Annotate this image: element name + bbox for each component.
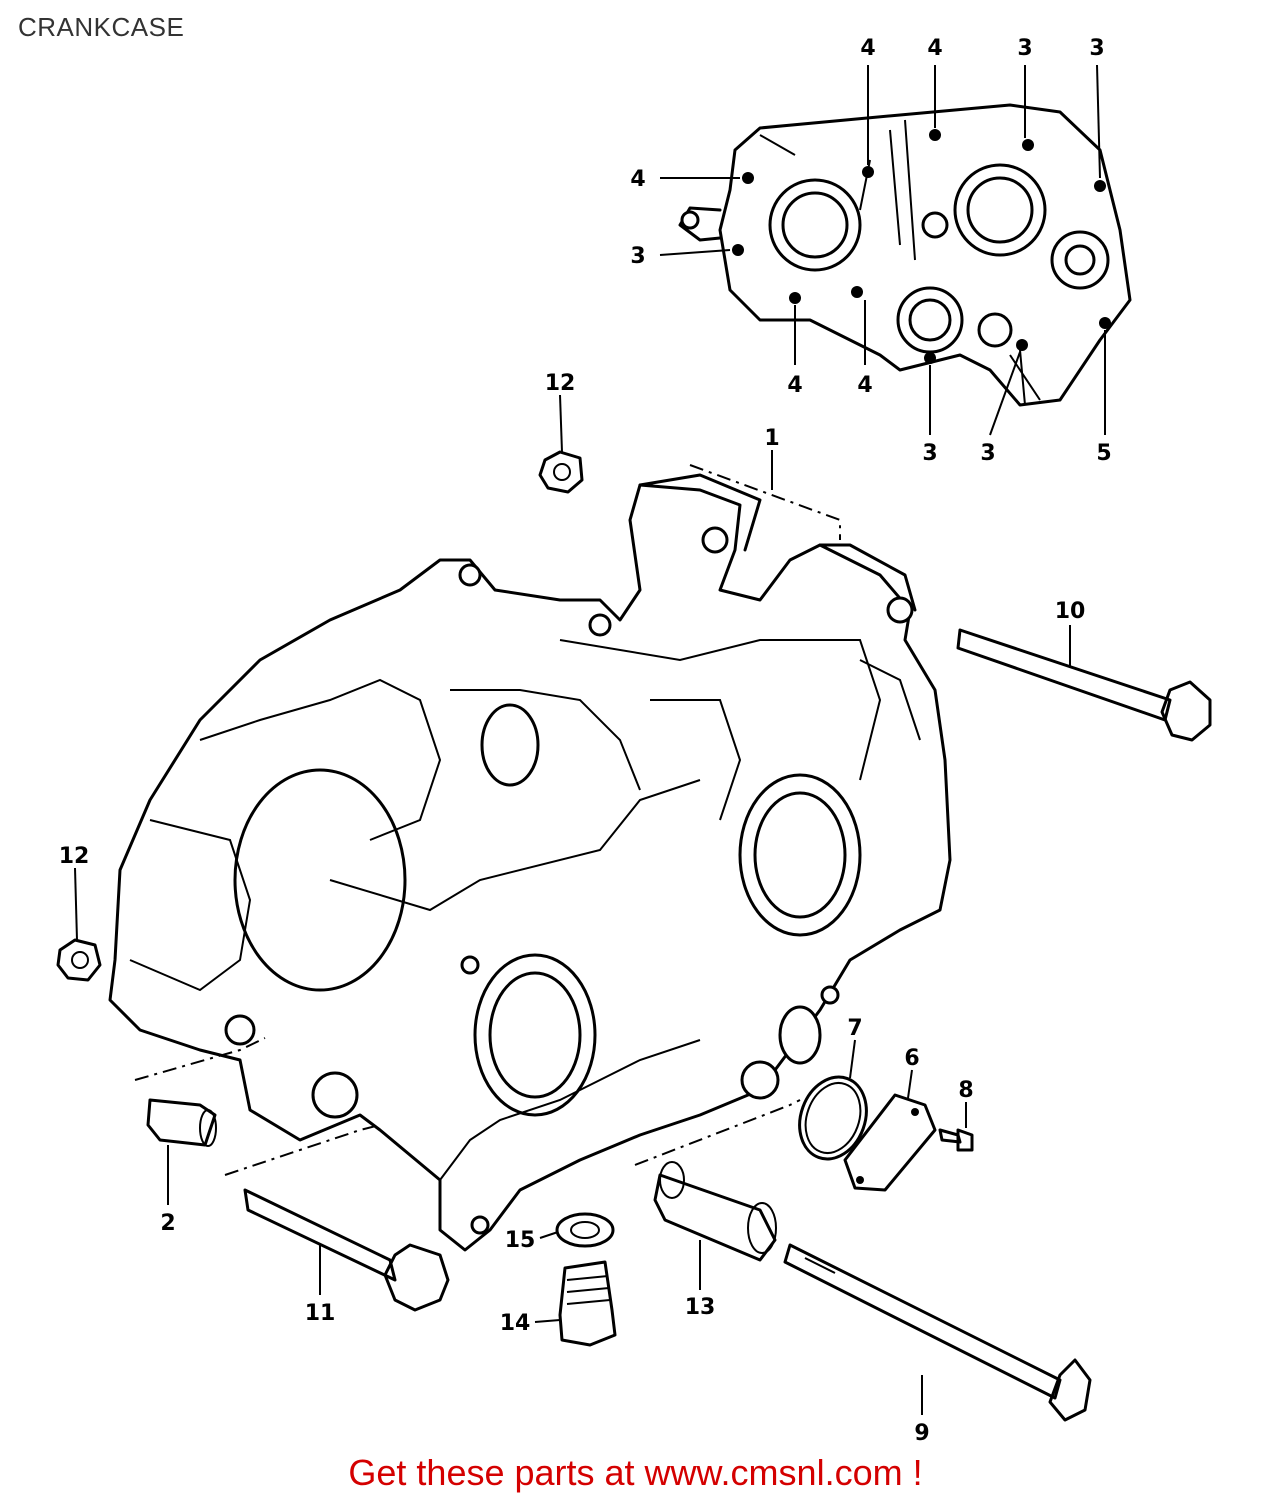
callout-4: 4 <box>860 36 875 61</box>
washer-15 <box>555 1212 615 1248</box>
crankcase-bottom-view <box>678 103 1132 407</box>
main-leaders <box>74 394 1071 1415</box>
callout-2: 2 <box>160 1211 175 1236</box>
callout-12: 12 <box>59 844 90 869</box>
callout-13: 13 <box>685 1295 716 1320</box>
bottom-view-leaders <box>659 64 1106 436</box>
cover-plate-6 <box>843 1093 937 1192</box>
page-title: CRANKCASE <box>18 12 185 42</box>
callout-3: 3 <box>1017 36 1032 61</box>
callout-15: 15 <box>505 1228 536 1253</box>
nut-12-left <box>56 938 102 982</box>
callout-12: 12 <box>545 371 576 396</box>
callout-6: 6 <box>904 1046 919 1071</box>
callout-3: 3 <box>1089 36 1104 61</box>
bolt-9 <box>783 1243 1092 1422</box>
callout-10: 10 <box>1055 599 1086 624</box>
callout-1: 1 <box>764 426 779 451</box>
callout-8: 8 <box>958 1078 973 1103</box>
callout-7: 7 <box>847 1016 862 1041</box>
callout-11: 11 <box>305 1301 336 1326</box>
crankcase-main <box>108 473 952 1252</box>
callout-3: 3 <box>630 244 645 269</box>
screw-8 <box>938 1128 974 1152</box>
footer-link-text[interactable]: Get these parts at www.cmsnl.com ! <box>348 1452 923 1493</box>
callout-3: 3 <box>980 441 995 466</box>
bushing-13 <box>653 1161 777 1262</box>
assembly-lines <box>134 464 841 1176</box>
callout-4: 4 <box>927 36 942 61</box>
callout-9: 9 <box>914 1421 929 1446</box>
callout-4: 4 <box>857 373 872 398</box>
dowel-pin-2 <box>146 1098 217 1147</box>
callout-14: 14 <box>500 1311 531 1336</box>
callout-4: 4 <box>630 167 645 192</box>
nut-12-upper <box>538 450 584 494</box>
bolt-11 <box>243 1188 450 1312</box>
o-ring-7 <box>798 1075 868 1161</box>
drain-plug-14 <box>558 1260 617 1347</box>
callout-3: 3 <box>922 441 937 466</box>
callout-numbers: 4 4 3 3 4 3 4 4 3 3 5 1 12 12 10 2 11 15… <box>59 36 1112 1446</box>
callout-5: 5 <box>1096 441 1111 466</box>
callout-4: 4 <box>787 373 802 398</box>
bolt-10 <box>956 628 1212 742</box>
